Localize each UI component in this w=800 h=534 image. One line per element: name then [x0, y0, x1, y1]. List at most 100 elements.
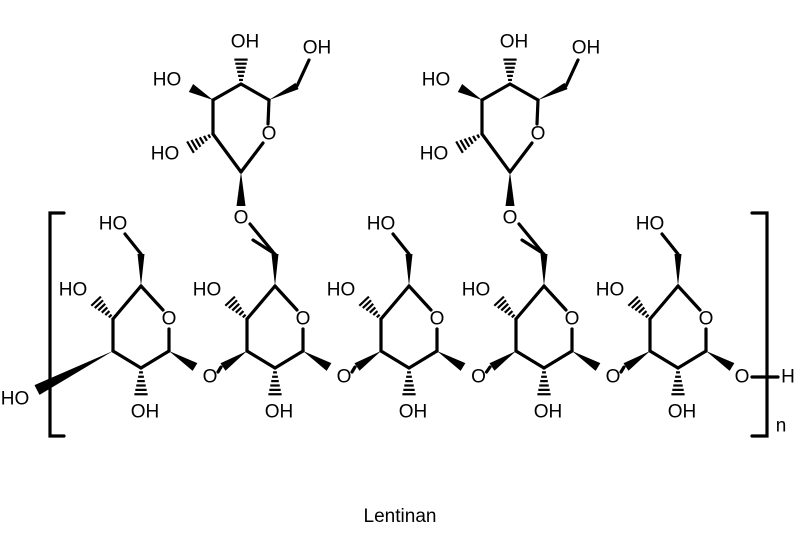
hash-bond [472, 135, 477, 142]
wedge-bond [220, 351, 247, 371]
bond-lines [111, 58, 780, 379]
bond [266, 98, 271, 126]
ring-oxygen: O [699, 309, 714, 330]
bond [542, 349, 574, 370]
hash-bond [459, 139, 468, 151]
hash-bond [104, 310, 111, 316]
hash-bond [376, 313, 381, 319]
bond [676, 284, 702, 312]
hydroxyl-c4: HO [327, 280, 356, 301]
molecule-name: Lentinan [363, 506, 437, 527]
wedge-bond [457, 84, 482, 100]
hash-bond [497, 299, 507, 309]
hash-bond [362, 299, 372, 309]
wedge-bond [169, 351, 198, 371]
wedge-bond [674, 254, 682, 286]
bond [517, 222, 544, 254]
bond [480, 132, 512, 174]
left-bracket [48, 211, 66, 438]
bond [619, 365, 626, 374]
hydroxyl-c4: HO [462, 280, 491, 301]
bond [514, 349, 546, 370]
glycosidic-oxygen: O [203, 367, 218, 388]
wedge-bond [437, 351, 466, 371]
bond [648, 284, 680, 321]
hydroxyl-c4: HO [193, 280, 222, 301]
hash-bond [186, 140, 195, 154]
hash-bond [108, 313, 113, 319]
bond [139, 284, 165, 312]
wedge-bond [137, 254, 145, 286]
wedge-bond [405, 254, 413, 286]
hash-bond [467, 136, 474, 145]
branch-hydroxyl-c3: HO [153, 70, 182, 91]
bond [564, 58, 580, 88]
wedge-bond [505, 172, 515, 206]
stereo-hashes [90, 58, 685, 396]
hash-bond [238, 310, 245, 316]
wedge-bond [236, 172, 246, 206]
hydroxyl-c3: HO [1, 389, 30, 410]
bond [391, 232, 411, 256]
hash-bond [455, 140, 464, 154]
bond [239, 141, 265, 174]
wedge-bond [489, 351, 516, 371]
bond [248, 222, 275, 254]
hydroxyl-c2: OH [534, 402, 563, 423]
branch-ring-oxygen: O [262, 124, 277, 145]
hash-bond [231, 303, 240, 312]
hash-bond [101, 306, 109, 314]
branch-hydroxyl-c2: HO [420, 144, 449, 165]
wedge-bond [303, 351, 332, 371]
repeat-brackets [48, 211, 769, 438]
stereo-wedges [34, 82, 735, 395]
hydroxyl-c2: OH [265, 402, 294, 423]
branch-hydroxyl-c3: HO [422, 70, 451, 91]
right-bracket [750, 211, 769, 438]
wedge-bond [572, 351, 601, 371]
bond [648, 349, 680, 370]
bond [379, 349, 411, 370]
bond [514, 284, 546, 321]
glycosidic-oxygen: O [337, 367, 352, 388]
bond [480, 82, 512, 102]
bond [508, 141, 534, 174]
bond [350, 365, 357, 374]
bond [216, 365, 223, 374]
bond [295, 58, 311, 88]
bond [660, 232, 680, 256]
hash-bond [228, 299, 238, 309]
hash-bond [511, 313, 516, 319]
ring-oxygen: O [296, 309, 311, 330]
bond [211, 82, 243, 102]
hash-bond [641, 310, 648, 316]
hash-bond [94, 299, 104, 309]
hydroxyl-c2: OH [668, 402, 697, 423]
bond [273, 349, 305, 370]
hydroxyl-c2: OH [399, 402, 428, 423]
terminal-oxygen: O [735, 367, 750, 388]
bond [111, 349, 143, 370]
hash-bond [504, 306, 512, 314]
hash-bond [358, 295, 370, 307]
ring-oxygen: O [565, 309, 580, 330]
hydroxyl-c6: HO [636, 214, 665, 235]
hash-bond [372, 310, 379, 316]
hash-bond [190, 139, 199, 151]
hash-bond [463, 138, 471, 148]
wedge-bond [623, 351, 650, 371]
bond [379, 284, 411, 321]
hash-bond [631, 299, 641, 309]
bond [273, 284, 299, 312]
hash-bond [493, 295, 505, 307]
bond [245, 284, 277, 321]
bond [123, 232, 143, 256]
bond [407, 284, 433, 312]
hash-bond [207, 133, 212, 139]
bond [508, 82, 540, 102]
bond [139, 349, 171, 370]
hash-bond [369, 306, 377, 314]
glycosidic-oxygen: O [606, 367, 621, 388]
